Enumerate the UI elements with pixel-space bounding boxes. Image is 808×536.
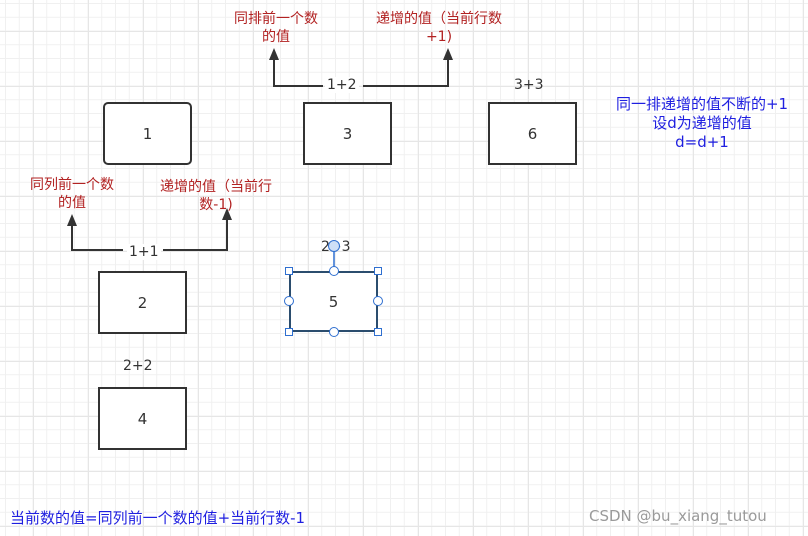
box-3[interactable]: 3 (303, 102, 392, 165)
connect-handle-bottom[interactable] (329, 327, 339, 337)
label-2-plus-2[interactable]: 2+2 (123, 358, 153, 374)
arrow-up-icon (443, 48, 453, 60)
box-5[interactable]: 5 (289, 271, 378, 332)
connect-handle-top[interactable] (329, 266, 339, 276)
note-col-prev[interactable]: 同列前一个数 的值 (22, 176, 122, 212)
note-col-prev-line1: 同列前一个数 (30, 177, 114, 193)
box-6[interactable]: 6 (488, 102, 577, 165)
rotate-handle[interactable] (328, 240, 340, 252)
box-3-value: 3 (342, 124, 353, 143)
box-6-value: 6 (527, 124, 538, 143)
box-2[interactable]: 2 (98, 271, 187, 334)
note-col-inc[interactable]: 递增的值（当前行 数-1) (146, 178, 286, 214)
label-1-plus-2[interactable]: 1+2 (325, 77, 359, 93)
note-col-inc-line2: 数-1) (199, 197, 233, 213)
connect-handle-left[interactable] (284, 296, 294, 306)
arrow-up-icon (269, 48, 279, 60)
connect-handle-right[interactable] (373, 296, 383, 306)
note-row-inc-line2: +1) (425, 29, 453, 45)
resize-handle-se[interactable] (374, 328, 382, 336)
resize-handle-nw[interactable] (285, 267, 293, 275)
note-col-prev-line2: 的值 (58, 195, 86, 211)
box-5-value: 5 (328, 292, 339, 311)
box-1[interactable]: 1 (103, 102, 192, 165)
note-rule[interactable]: 同一排递增的值不断的+1 设d为递增的值 d=d+1 (596, 95, 808, 152)
box-2-value: 2 (137, 293, 148, 312)
resize-handle-ne[interactable] (374, 267, 382, 275)
box-4[interactable]: 4 (98, 387, 187, 450)
connector-col-left[interactable] (71, 218, 123, 251)
resize-handle-sw[interactable] (285, 328, 293, 336)
arrow-up-icon (222, 208, 232, 220)
note-row-prev[interactable]: 同排前一个数 的值 (226, 10, 326, 46)
note-row-inc-line1: 递增的值（当前行数 (376, 11, 502, 27)
note-row-prev-line1: 同排前一个数 (234, 11, 318, 27)
box-4-value: 4 (137, 409, 148, 428)
note-row-inc[interactable]: 递增的值（当前行数 +1) (358, 10, 520, 46)
label-3-plus-3[interactable]: 3+3 (514, 77, 544, 93)
label-1-plus-1[interactable]: 1+1 (127, 244, 161, 260)
connector-col-right[interactable] (163, 212, 228, 251)
note-col-inc-line1: 递增的值（当前行 (160, 179, 272, 195)
formula-text[interactable]: 当前数的值=同列前一个数的值+当前行数-1 (10, 509, 306, 527)
arrow-up-icon (67, 214, 77, 226)
watermark: CSDN @bu_xiang_tutou (589, 507, 767, 525)
note-rule-line2: 设d为递增的值 (652, 114, 752, 132)
note-rule-line3: d=d+1 (675, 133, 729, 151)
box-1-value: 1 (142, 124, 153, 143)
connector-row-right[interactable] (363, 52, 449, 87)
connector-row-left[interactable] (273, 52, 323, 87)
note-rule-line1: 同一排递增的值不断的+1 (615, 95, 789, 113)
note-row-prev-line2: 的值 (262, 29, 290, 45)
